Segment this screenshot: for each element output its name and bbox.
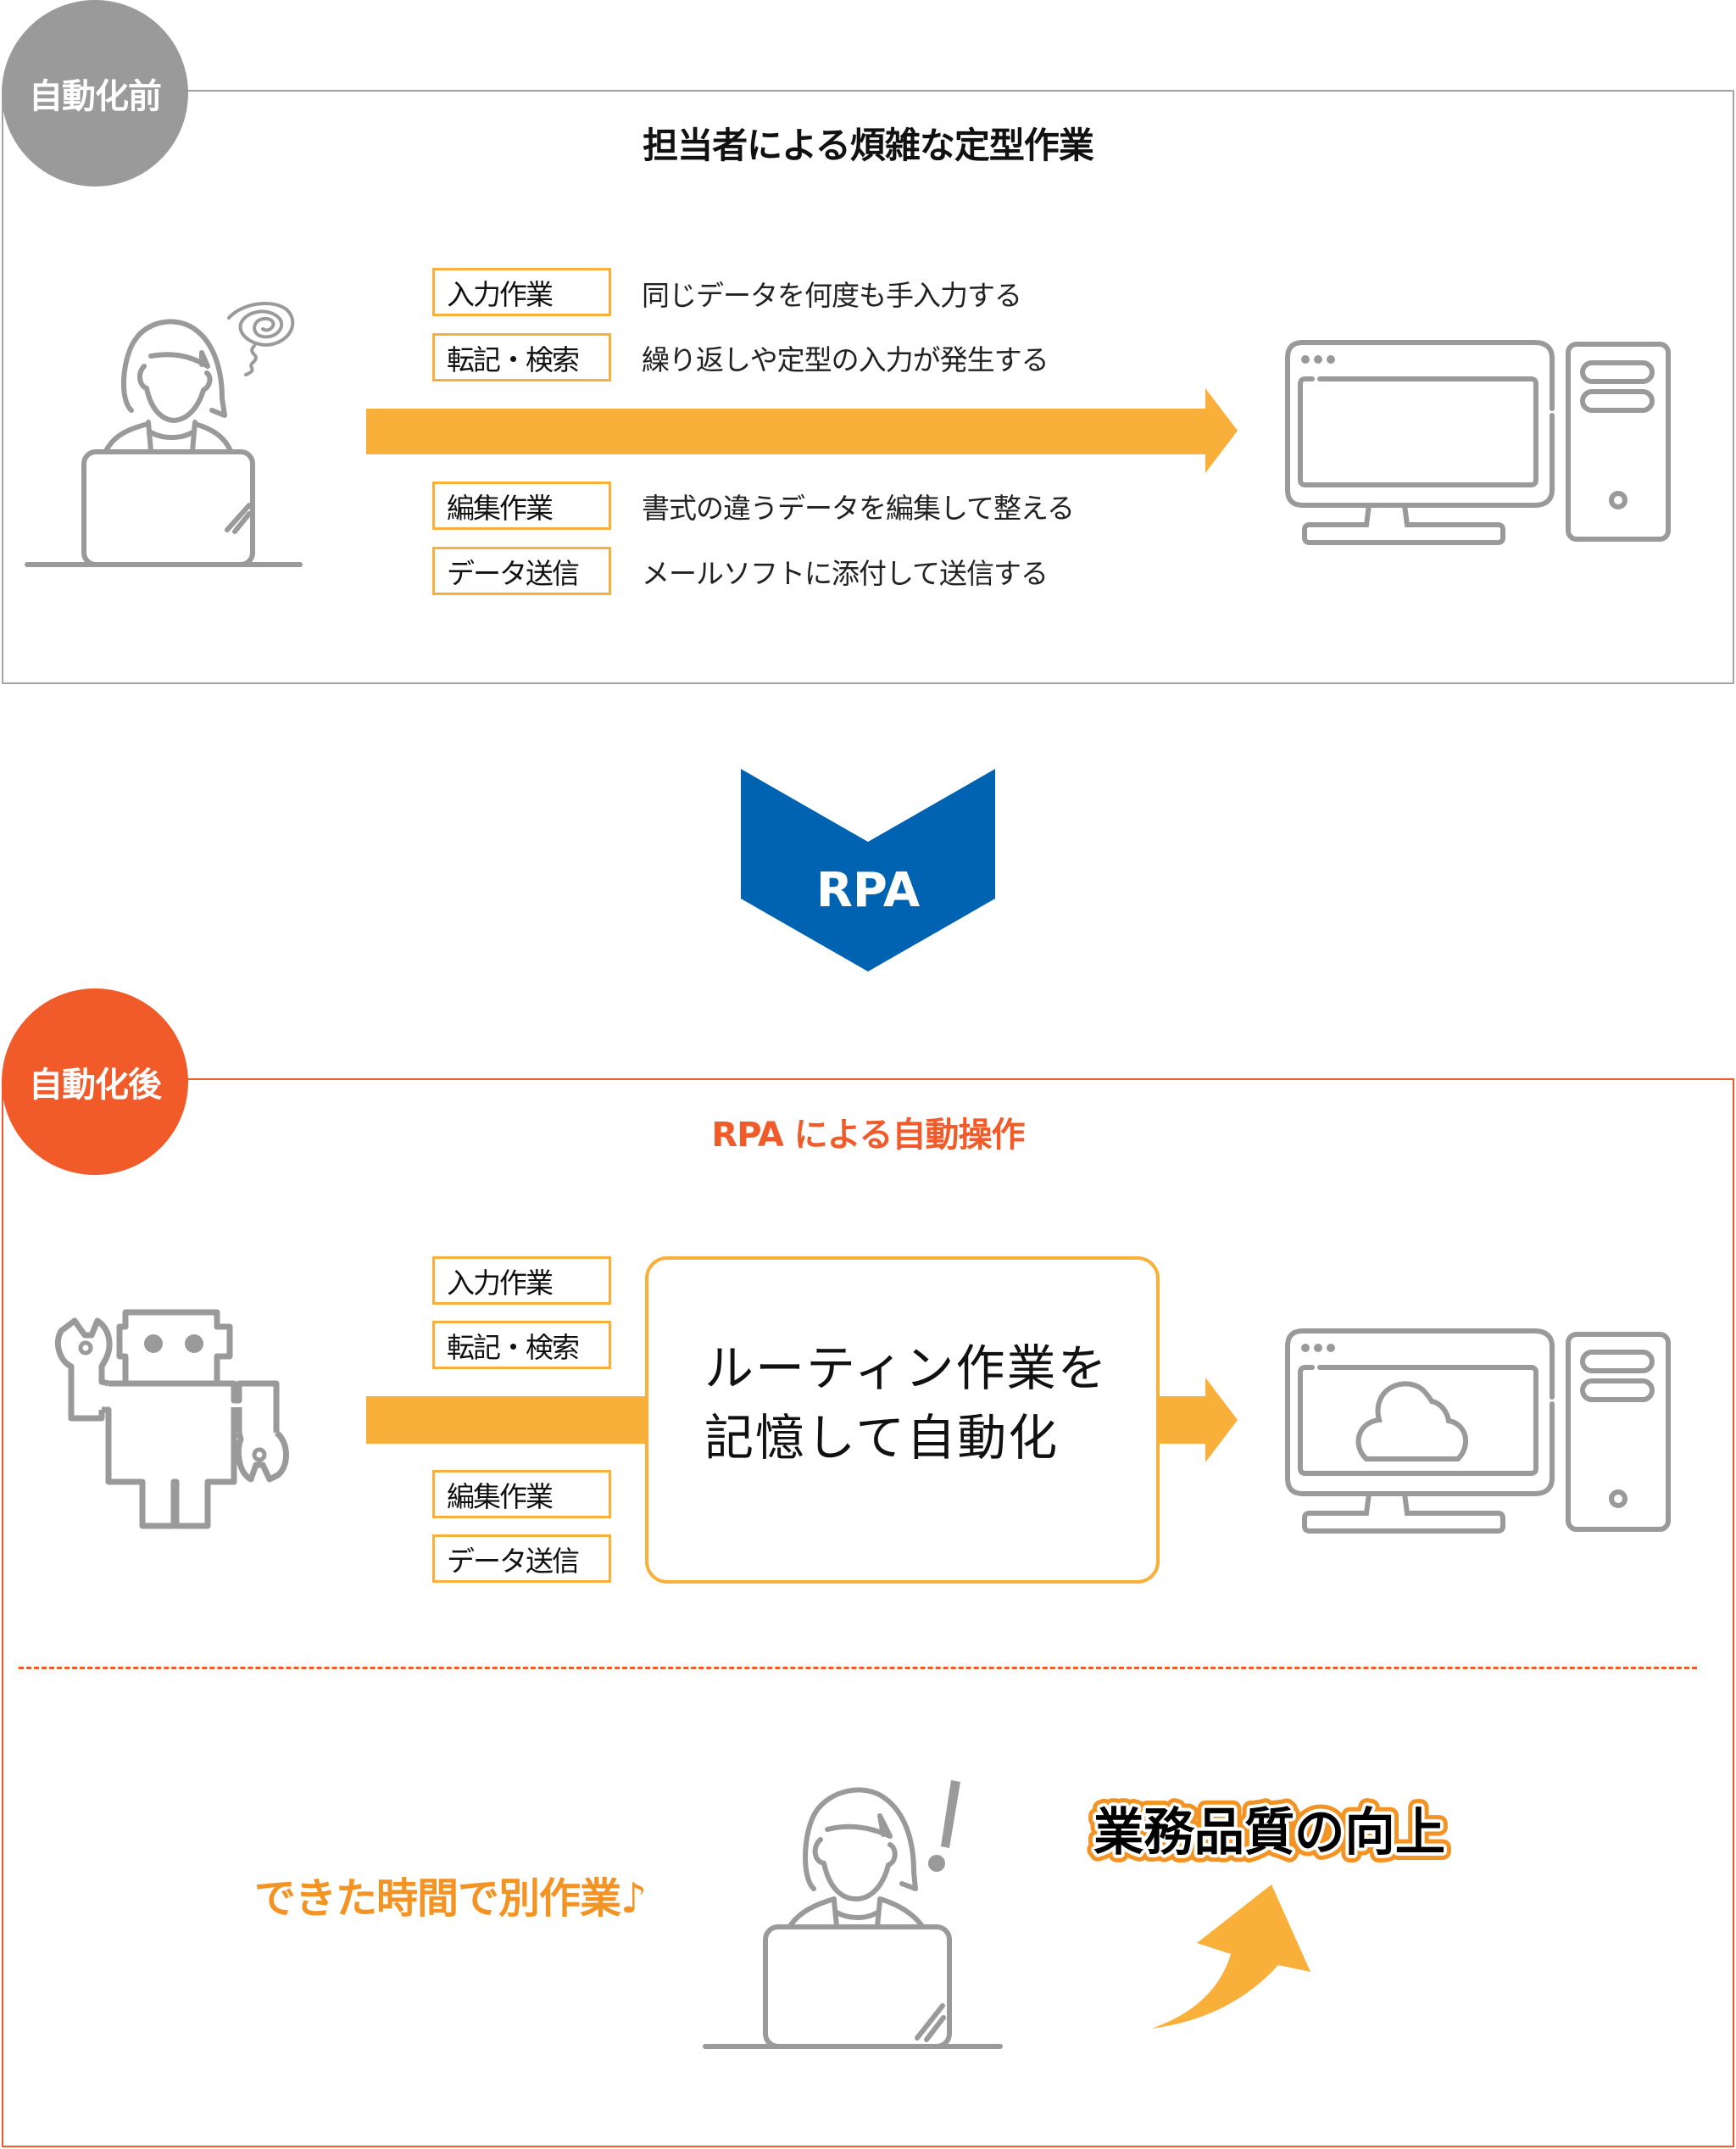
before-panel	[2, 90, 1734, 684]
before-heading: 担当者による煩雑な定型作業	[643, 125, 1094, 166]
after-badge-label: 自動化後	[29, 1066, 162, 1105]
task-tag: 編集作業	[432, 482, 611, 530]
automation-box-line1: ルーティン作業を	[704, 1339, 1109, 1397]
task-tag: 入力作業	[432, 1256, 611, 1305]
quality-improvement-halo: 業務品質の向上	[1093, 1803, 1445, 1862]
task-tag: 転記・検索	[432, 1321, 611, 1369]
automation-box-line2: 記憶して自動化	[704, 1409, 1060, 1467]
task-description: メールソフトに添付して送信する	[642, 557, 1049, 590]
before-badge: 自動化前	[2, 0, 188, 187]
quality-improvement-label: 業務品質の向上	[1093, 1803, 1445, 1862]
rpa-label: RPA	[815, 863, 921, 918]
task-description: 同じデータを何度も手入力する	[642, 279, 1022, 312]
task-description: 繰り返しや定型の入力が発生する	[642, 343, 1049, 376]
after-heading: RPA による自動操作	[711, 1116, 1025, 1155]
task-tag: 編集作業	[432, 1470, 611, 1518]
after-panel	[2, 1078, 1734, 2147]
task-tag: データ送信	[432, 547, 611, 595]
section-divider	[19, 1667, 1697, 1669]
after-badge: 自動化後	[2, 988, 188, 1175]
automation-box: ルーティン作業を 記憶して自動化	[645, 1256, 1160, 1584]
free-time-text: できた時間で別作業♪	[254, 1874, 647, 1923]
before-badge-label: 自動化前	[29, 77, 162, 116]
desktop-computer-icon	[1285, 340, 1671, 545]
task-tag: 入力作業	[432, 268, 611, 316]
task-tag: 転記・検索	[432, 333, 611, 381]
task-tag: データ送信	[432, 1534, 611, 1583]
desktop-cloud-computer-icon	[1285, 1328, 1671, 1534]
quality-improvement-outline: 業務品質の向上	[1093, 1803, 1445, 1862]
quality-improvement-text: 業務品質の向上 業務品質の向上 業務品質の向上	[1086, 1795, 1453, 1870]
task-description: 書式の違うデータを編集して整える	[642, 492, 1075, 525]
